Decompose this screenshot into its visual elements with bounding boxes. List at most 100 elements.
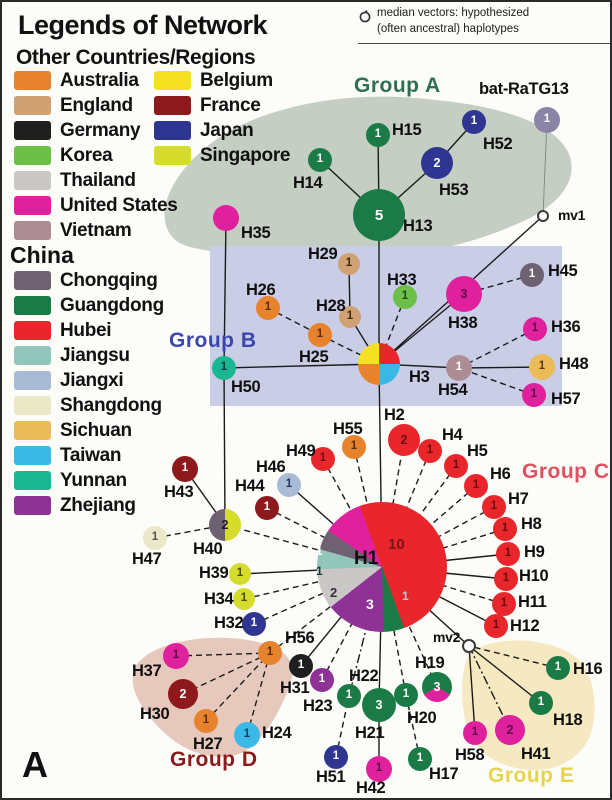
legend-item-jiangsu: Jiangsu [14,343,164,368]
legend-label: Sichuan [60,419,132,441]
legend-label: France [200,94,261,116]
legend-swatch-guangdong [14,296,51,315]
legend-label: Yunnan [60,469,127,491]
legend-item-japan: Japan [154,118,290,143]
legend-label: Belgium [200,69,273,91]
legend-swatch-australia [14,71,51,90]
edge-H49-H1 [322,458,383,568]
edge-H29-H28 [348,263,351,318]
edge-H54-H48 [458,366,543,369]
legend-item-zhejiang: Zhejiang [14,493,164,518]
legend-swatch-england [14,96,51,115]
legend-item-taiwan: Taiwan [14,443,164,468]
edge-H23-H1 [321,566,383,681]
legend-item-hubei: Hubei [14,318,164,343]
edge-H47-H40 [154,524,226,539]
legend-subtitle: Other Countries/Regions [16,46,256,69]
legend-item-england: England [14,93,178,118]
edge-H15-H13 [377,134,380,216]
edge-H57-H54 [458,367,535,396]
legend-swatch-yunnan [14,471,51,490]
legend-swatch-shangdong [14,396,51,415]
group-C-label: Group C [522,460,610,483]
edge-H24-H56 [246,652,271,736]
legend-swatch-thailand [14,171,51,190]
legend-label: England [60,94,133,116]
legend-swatch-vietnam [14,221,51,240]
edge-H34-H1 [243,566,383,600]
legend-swatch-sichuan [14,421,51,440]
legend-item-chongqing: Chongqing [14,268,164,293]
group-A-label: Group A [354,74,441,97]
edge-H6-H1 [381,485,477,568]
legend-title: Legends of Network [18,10,268,40]
legend-item-jiangxi: Jiangxi [14,368,164,393]
median-vectors-note-line1: median vectors: hypothesized [377,7,530,19]
legend-item-thailand: Thailand [14,168,178,193]
legend-item-singapore: Singapore [154,143,291,168]
legend-item-guangdong: Guangdong [14,293,164,318]
legend-swatch-chongqing [14,271,51,290]
legend-item-shangdong: Shangdong [14,393,164,418]
median-vectors-note: median vectors: hypothesized (often ance… [358,6,610,45]
legend-label: Japan [200,119,254,141]
edge-H55-H1 [353,446,383,568]
legend-swatch-japan [154,121,191,140]
panel-letter: A [22,744,48,785]
edge-H37-H56 [175,652,271,657]
legend-label: Thailand [60,169,136,191]
legend-swatch-belgium [154,71,191,90]
legend-label: Australia [60,69,139,91]
legend-swatch-jiangxi [14,371,51,390]
edge-H50-H3 [223,363,380,369]
legend-item-korea: Korea [14,143,178,168]
edge-H19-H1 [381,566,438,688]
edge-H43-H40 [184,468,226,526]
group-A-region [164,96,572,257]
legend-swatch-korea [14,146,51,165]
legend-item-united-states: United States [14,193,178,218]
edge-H39-H1 [239,566,383,575]
legend-item-sichuan: Sichuan [14,418,164,443]
edge-H51-H22 [335,695,350,758]
legend-swatch-zhejiang [14,496,51,515]
edge-H41-mv2 [468,645,511,731]
legend-label: Jiangxi [60,369,124,391]
legend-label: Singapore [200,144,291,166]
legend-swatch-france [154,96,191,115]
edge-H30-H56 [182,652,271,695]
legend-label: United States [60,194,178,216]
group-E-region [462,640,595,771]
legend-swatch-jiangsu [14,346,51,365]
legend-label: Chongqing [60,269,158,291]
edge-H5-H1 [381,465,457,568]
median-vectors-note-line2: (often ancestral) haplotypes [377,22,519,35]
group-D-label: Group D [170,748,258,771]
legend-swatch-hubei [14,321,51,340]
legend-label: Germany [60,119,141,141]
legend-swatch-germany [14,121,51,140]
median-vector-icon [359,9,371,23]
legend-item-yunnan: Yunnan [14,468,164,493]
edge-H50-H40 [223,367,226,526]
edge-H31-H1 [300,566,383,667]
group-E-label: Group E [488,764,575,787]
legend-swatch-taiwan [14,446,51,465]
group-B-region [210,246,562,406]
edge-H9-H1 [381,553,509,568]
edge-H58-mv2 [468,645,476,734]
group-B-label: Group B [169,329,257,352]
legend-item-australia: Australia [14,68,178,93]
legend-item-germany: Germany [14,118,178,143]
legend-label: Guangdong [60,294,164,316]
legend-swatch-singapore [154,146,191,165]
legend-label: Vietnam [60,219,132,241]
edge-H35-H50 [223,217,227,369]
edge-H21-H1 [378,566,383,706]
legend-item-france: France [154,93,290,118]
legend-label: Zhejiang [60,494,136,516]
edge-bat-RaTG13-mv1 [542,119,548,217]
china-legend-title: China [10,242,74,268]
